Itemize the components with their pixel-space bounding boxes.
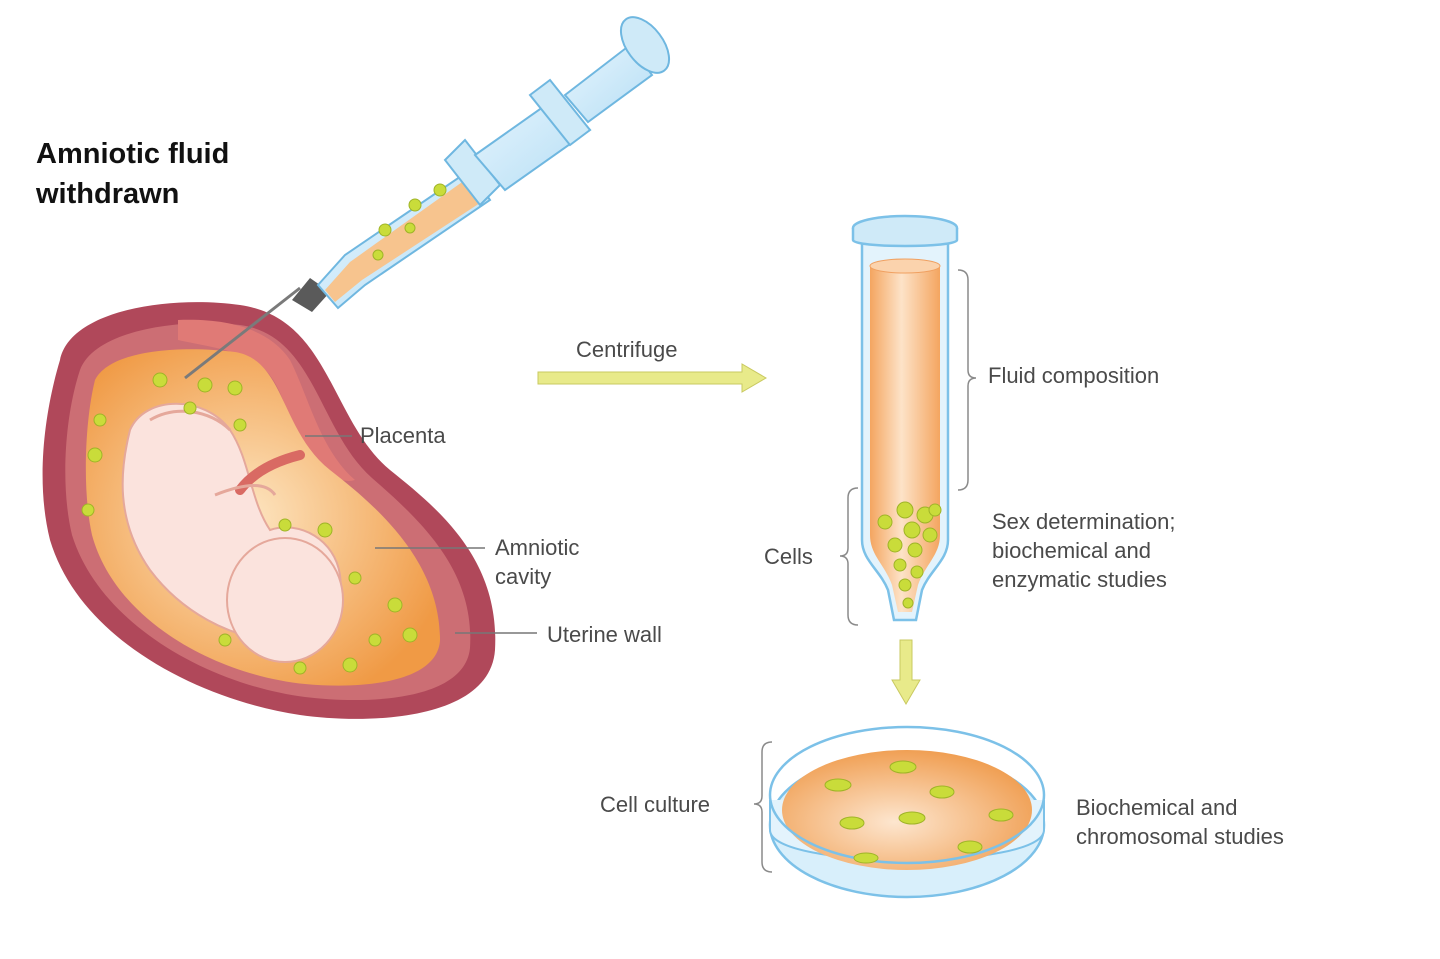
culture-arrow bbox=[891, 639, 921, 705]
uterine-wall-label: Uterine wall bbox=[547, 622, 662, 647]
tube-cell-pellet bbox=[877, 501, 942, 609]
sex-determination-label-line-1: Sex determination; bbox=[992, 509, 1175, 534]
uterus-illustration bbox=[42, 302, 496, 719]
title-line-1: Amniotic fluid bbox=[36, 138, 229, 170]
cell-culture-label: Cell culture bbox=[600, 792, 710, 817]
amniotic-cavity-label-line-2: cavity bbox=[495, 564, 551, 589]
umbilical-cord bbox=[235, 450, 305, 495]
title-line-2: withdrawn bbox=[35, 178, 179, 210]
biochemical-chromosomal-label-line-2: chromosomal studies bbox=[1076, 824, 1284, 849]
syringe bbox=[184, 16, 671, 380]
dish-cells bbox=[824, 760, 1014, 864]
fetus-arm bbox=[214, 484, 277, 497]
tube-lip bbox=[851, 228, 959, 248]
fluid-composition-label: Fluid composition bbox=[988, 363, 1159, 388]
cell-culture-bracket bbox=[753, 741, 773, 873]
placenta bbox=[178, 319, 355, 481]
syringe-plunger-rod bbox=[563, 43, 654, 124]
dish-rim bbox=[768, 725, 1046, 865]
biochemical-chromosomal-label-line-1: Biochemical and bbox=[1076, 795, 1237, 820]
syringe-fluid bbox=[325, 180, 480, 302]
centrifuge-label: Centrifuge bbox=[576, 337, 678, 362]
tube-fluid-surface bbox=[869, 258, 941, 274]
amniotic-cavity-label-line-1: Amniotic bbox=[495, 535, 579, 560]
centrifuge-tube bbox=[851, 214, 959, 622]
placenta-label: Placenta bbox=[360, 423, 446, 448]
syringe-plunger-ring bbox=[528, 78, 592, 147]
cells-label: Cells bbox=[764, 544, 813, 569]
syringe-cells bbox=[372, 183, 447, 261]
centrifuge-arrow bbox=[537, 363, 767, 393]
fetus-head bbox=[226, 537, 344, 663]
sex-determination-label-line-2: biochemical and bbox=[992, 538, 1151, 563]
sex-determination-label-line-3: enzymatic studies bbox=[992, 567, 1167, 592]
tube-fluid bbox=[870, 265, 940, 612]
cells-bracket bbox=[839, 487, 859, 626]
syringe-plunger-cap bbox=[619, 16, 671, 74]
fluid-composition-bracket bbox=[957, 269, 977, 491]
petri-dish bbox=[768, 725, 1046, 899]
syringe-needle bbox=[184, 286, 301, 380]
amniotic-cells bbox=[81, 372, 418, 675]
